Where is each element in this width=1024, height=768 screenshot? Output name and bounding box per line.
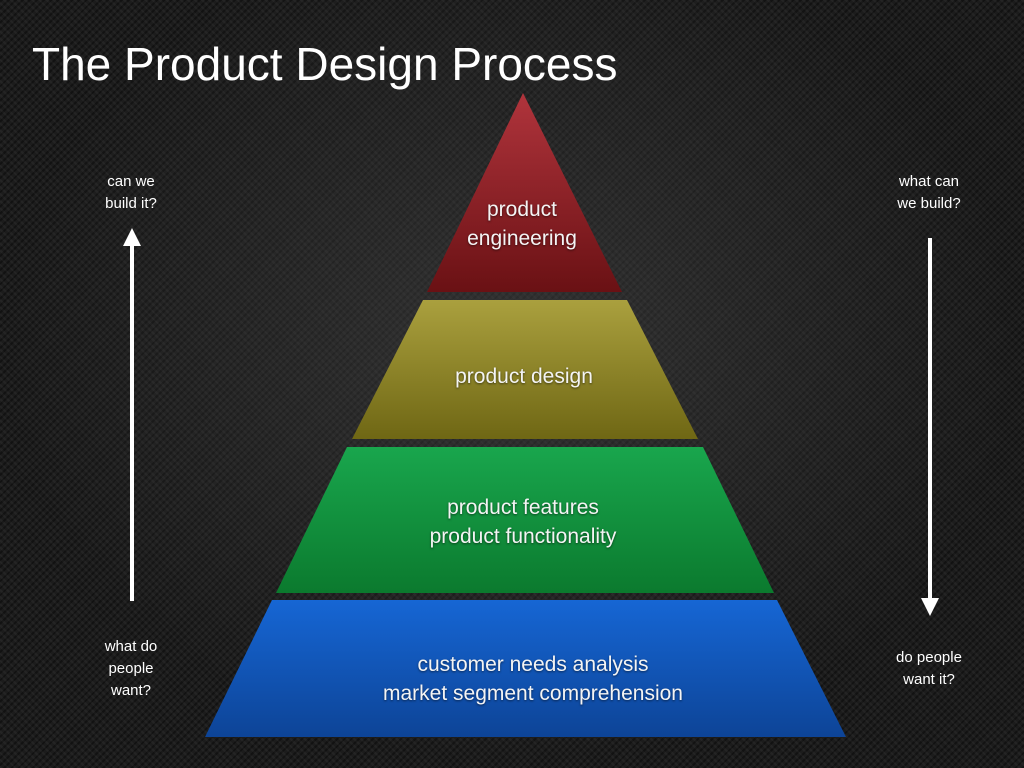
tier-label-line: customer needs analysis [417, 653, 649, 676]
left-bottom-label-line: what do [104, 638, 158, 655]
tier-label-line: product design [455, 365, 593, 388]
tier-label-line: engineering [467, 227, 577, 250]
slide-title: The Product Design Process [32, 38, 618, 90]
tier-label-product-design: product design [374, 362, 674, 391]
tier-label-line: product features [447, 496, 599, 519]
right-bottom-label-line: want it? [903, 671, 955, 688]
right-bottom-label: do people want it? [874, 647, 984, 691]
tier-label-customer-needs: customer needs analysis market segment c… [318, 650, 748, 708]
down-arrow-icon [921, 238, 939, 616]
pyramid-tier-product-engineering [427, 93, 622, 292]
pyramid-tier-product-features [276, 447, 774, 593]
tier-label-line: product functionality [429, 525, 617, 548]
left-bottom-label: what do people want? [76, 636, 186, 702]
right-top-label-line: we build? [897, 195, 961, 212]
right-bottom-label-line: do people [896, 649, 962, 666]
left-top-label-line: build it? [105, 195, 157, 212]
left-bottom-label-line: want? [110, 682, 152, 699]
pyramid-tier-product-design [352, 300, 698, 439]
tier-label-line: product [486, 198, 558, 221]
tier-label-product-engineering: product engineering [422, 195, 622, 253]
right-top-label-line: what can [898, 173, 960, 190]
left-top-label: can we build it? [76, 171, 186, 215]
right-top-label: what can we build? [874, 171, 984, 215]
up-arrow-icon [123, 228, 141, 601]
tier-label-product-features: product features product functionality [348, 493, 698, 551]
pyramid-tier-customer-needs [205, 600, 846, 737]
tier-label-line: market segment comprehension [383, 682, 683, 705]
left-top-label-line: can we [107, 173, 155, 190]
left-bottom-label-line: people [108, 660, 154, 677]
